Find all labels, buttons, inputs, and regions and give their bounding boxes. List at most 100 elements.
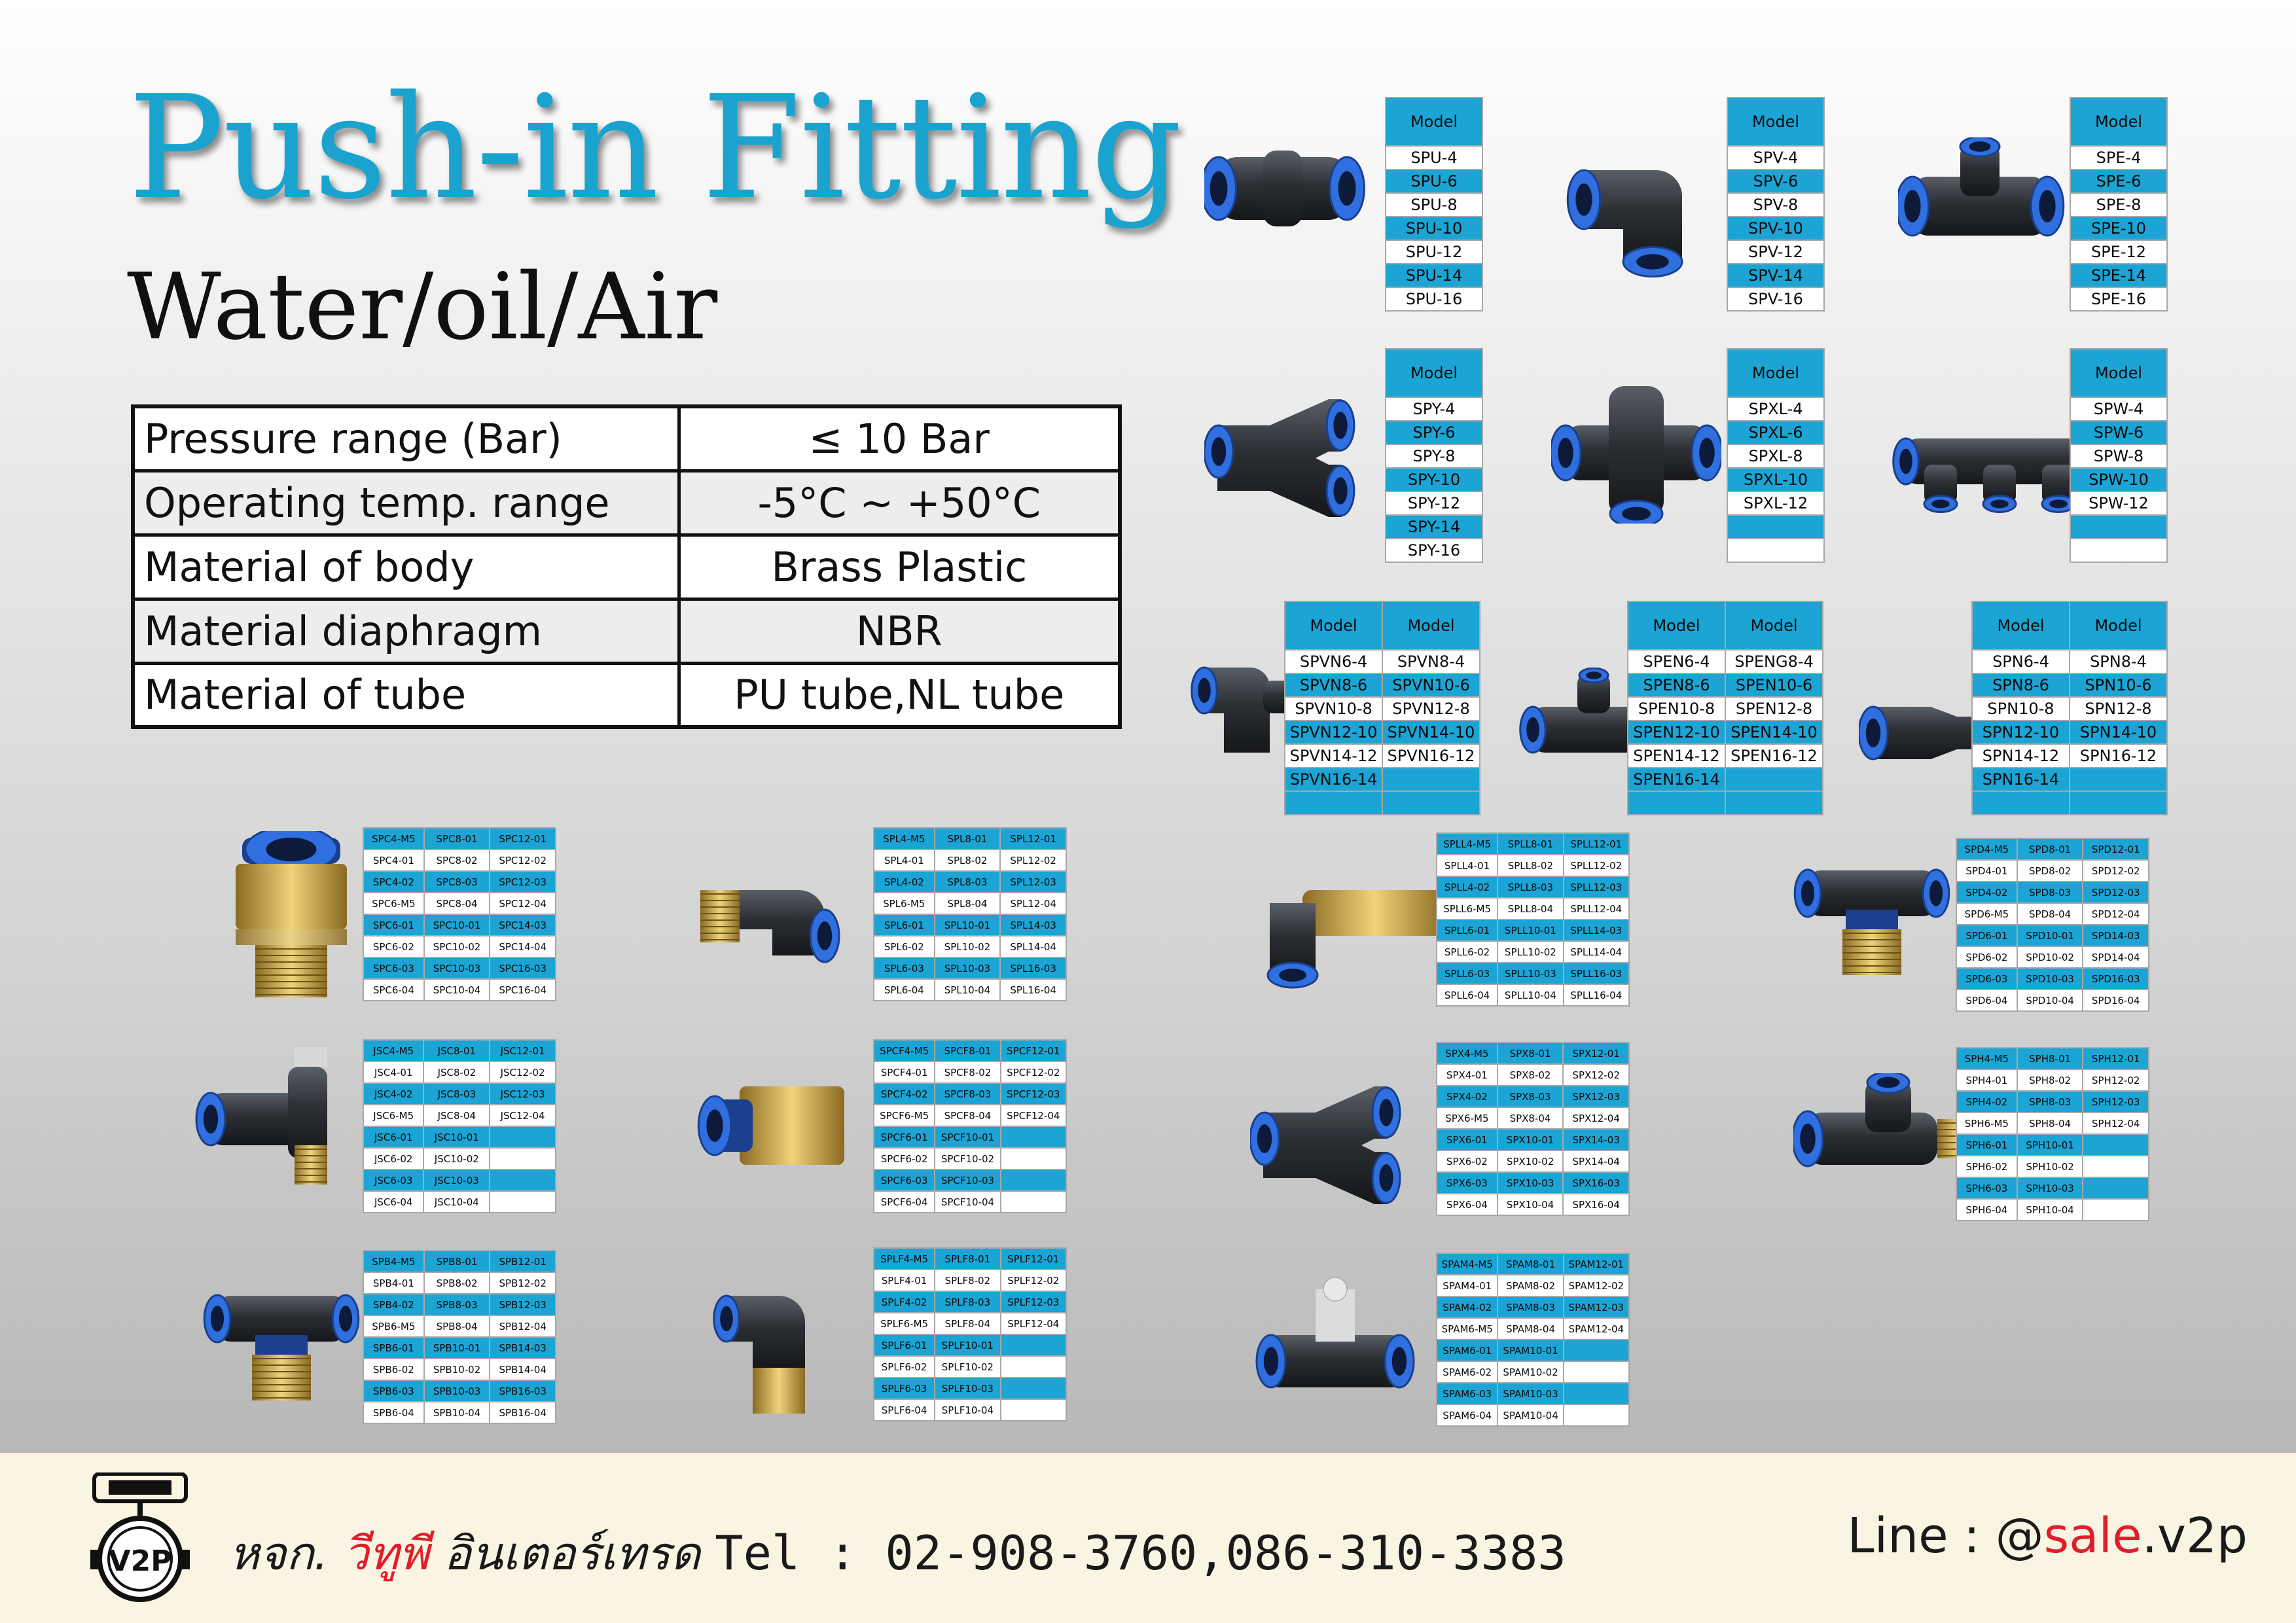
model-cell: SPE-10 <box>2070 216 2168 241</box>
model-cell: SPX14-04 <box>1562 1150 1630 1173</box>
model-cell: SPVN14-12 <box>1284 743 1383 768</box>
model-cell: SPLF12-04 <box>999 1312 1067 1335</box>
model-cell: SPB8-02 <box>423 1272 491 1294</box>
model-cell: SPX8-01 <box>1496 1042 1564 1065</box>
model-cell: SPCF12-01 <box>999 1039 1067 1062</box>
model-cell: SPVN16-14 <box>1284 767 1383 792</box>
model-cell: SPD4-M5 <box>1956 838 2018 861</box>
model-cell <box>999 1355 1067 1378</box>
model-cell: JSC4-02 <box>362 1082 425 1105</box>
model-cell: SPCF4-02 <box>872 1082 936 1105</box>
model-cell: SPLF4-M5 <box>872 1247 936 1270</box>
model-cell: SPCF6-03 <box>872 1169 936 1192</box>
model-cell: SPH12-01 <box>2082 1047 2149 1070</box>
model-cell: SPL10-04 <box>933 978 1001 1001</box>
model-cell: SPCF12-04 <box>999 1104 1067 1127</box>
model-cell: SPLL12-03 <box>1562 876 1630 899</box>
model-cell: SPX6-01 <box>1436 1128 1498 1151</box>
model-cell: SPN16-14 <box>1971 767 2070 792</box>
model-cell: SPB12-01 <box>489 1250 556 1273</box>
model-cell: JSC12-04 <box>489 1104 556 1127</box>
model-cell: SPB4-02 <box>363 1293 425 1316</box>
model-cell: JSC12-01 <box>489 1039 556 1062</box>
model-cell: SPL10-02 <box>933 935 1001 958</box>
model-cell: SPCF6-04 <box>872 1190 936 1213</box>
line-suffix: .v2p <box>2142 1508 2248 1564</box>
fitting-spe-icon <box>1898 137 2065 237</box>
model-header: Model <box>2069 601 2168 651</box>
model-cell <box>2082 1177 2149 1200</box>
model-cell: SPY-6 <box>1385 420 1483 445</box>
model-cell: SPCF10-04 <box>934 1190 1001 1213</box>
model-cell: SPB6-01 <box>363 1336 425 1359</box>
model-cell: SPH8-04 <box>2016 1112 2084 1135</box>
model-cell: SPH8-03 <box>2016 1090 2084 1113</box>
model-cell: SPC6-01 <box>363 914 425 936</box>
model-cell <box>999 1334 1067 1357</box>
model-cell: SPH12-03 <box>2082 1090 2149 1113</box>
model-cell: SPW-6 <box>2070 420 2168 445</box>
model-cell: SPLL6-02 <box>1435 940 1499 963</box>
model-cell: SPLF4-02 <box>872 1291 936 1313</box>
company-tel: Tel : 02-908-3760,086-310-3383 <box>715 1525 1566 1580</box>
fitting-spxl-icon <box>1551 386 1721 524</box>
model-cell: SPCF10-02 <box>934 1147 1001 1170</box>
model-cell: SPLL6-01 <box>1435 919 1499 942</box>
model-cell: SPLF8-01 <box>934 1247 1001 1270</box>
model-cell: SPLL10-02 <box>1497 940 1564 963</box>
model-header: Model <box>1727 97 1825 147</box>
model-cell: SPAM8-02 <box>1497 1274 1564 1297</box>
model-cell <box>1382 791 1480 815</box>
model-cell: SPD12-01 <box>2082 838 2149 861</box>
model-cell: SPE-8 <box>2070 192 2168 217</box>
model-cell: SPD4-02 <box>1956 881 2018 904</box>
model-cell: SPC16-03 <box>489 957 556 980</box>
model-cell: SPH10-01 <box>2016 1133 2084 1156</box>
model-cell: JSC6-04 <box>362 1190 425 1213</box>
model-cell: SPAM6-01 <box>1435 1339 1499 1362</box>
model-cell: SPC14-04 <box>489 935 556 958</box>
fitting-sph-icon <box>1793 1073 1970 1168</box>
model-cell: SPAM4-01 <box>1435 1274 1499 1297</box>
model-cell: SPL14-04 <box>999 935 1067 958</box>
model-cell: SPC12-04 <box>489 892 556 915</box>
company-contact: หจก. วีทูพี อินเตอร์เทรด Tel : 02-908-37… <box>229 1517 1566 1590</box>
model-cell: SPLL12-02 <box>1562 854 1630 877</box>
model-cell: SPD14-04 <box>2082 946 2149 969</box>
model-cell: SPVN16-12 <box>1382 743 1480 768</box>
model-cell: SPB4-01 <box>363 1272 425 1294</box>
model-cell: SPAM8-04 <box>1497 1317 1564 1340</box>
model-cell: SPAM10-01 <box>1497 1339 1564 1362</box>
model-cell: SPC10-02 <box>423 935 491 958</box>
model-cell: SPAM4-M5 <box>1435 1253 1499 1275</box>
spec-row: Operating temp. range-5°C ~ +50°C <box>131 469 1122 537</box>
model-cell: SPL10-01 <box>933 914 1001 936</box>
model-cell: SPAM10-04 <box>1497 1404 1564 1427</box>
model-cell: SPB8-03 <box>423 1293 491 1316</box>
model-cell: SPW-8 <box>2070 444 2168 469</box>
model-cell <box>2070 514 2168 539</box>
model-cell: SPB12-02 <box>489 1272 556 1294</box>
model-cell <box>1382 767 1480 792</box>
page-title: Push-in Fitting <box>128 65 1182 231</box>
model-cell: SPC4-M5 <box>363 827 425 850</box>
model-cell: SPN14-12 <box>1971 743 2070 768</box>
model-cell: SPH12-02 <box>2082 1069 2149 1092</box>
model-header: Model <box>1627 601 1726 651</box>
spec-key: Pressure range (Bar) <box>131 404 681 473</box>
model-cell: SPC6-03 <box>363 957 425 980</box>
model-cell: SPN8-6 <box>1971 673 2070 698</box>
model-cell: SPL8-01 <box>933 827 1001 850</box>
line-highlight: sale <box>2043 1508 2142 1564</box>
model-cell: JSC12-03 <box>489 1082 556 1105</box>
model-cell <box>999 1147 1067 1170</box>
model-cell: SPLF12-01 <box>999 1247 1067 1270</box>
model-cell: SPD4-01 <box>1956 859 2018 882</box>
model-cell: SPX6-04 <box>1436 1193 1498 1216</box>
model-cell <box>2082 1155 2149 1178</box>
